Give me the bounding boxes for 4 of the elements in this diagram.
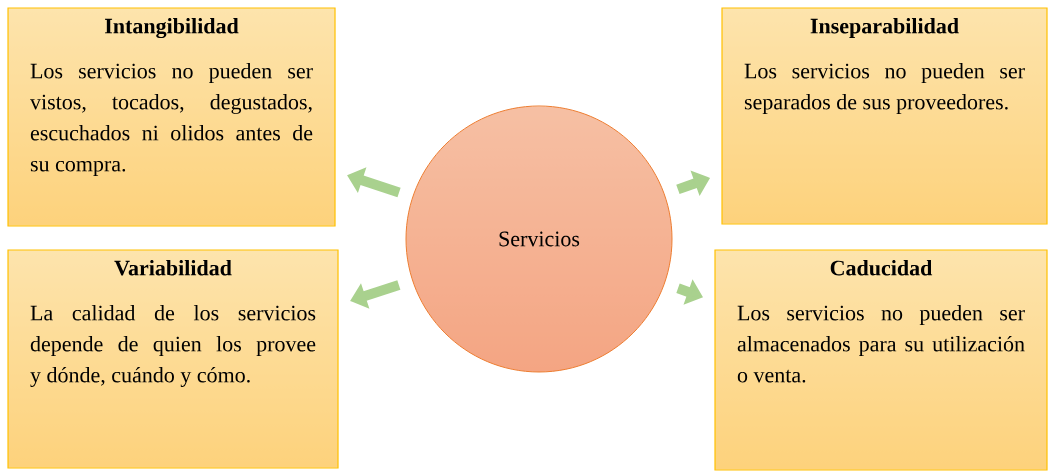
text-box: Intangibilidad Los servicios no pueden ser vistos, tocados, degustados, escuchados ni olidos antes de su compra.: [7, 7, 336, 227]
text-box: Variabilidad La calidad de los servicios depende de quien los provee y dónde, cuándo y cómo.: [7, 249, 339, 469]
text-box: Inseparabilidad Los servicios no pueden ser separados de sus proveedores.: [721, 7, 1048, 225]
text-box: Caducidad Los servicios no pueden ser almacenados para su utilización o venta.: [714, 249, 1048, 471]
